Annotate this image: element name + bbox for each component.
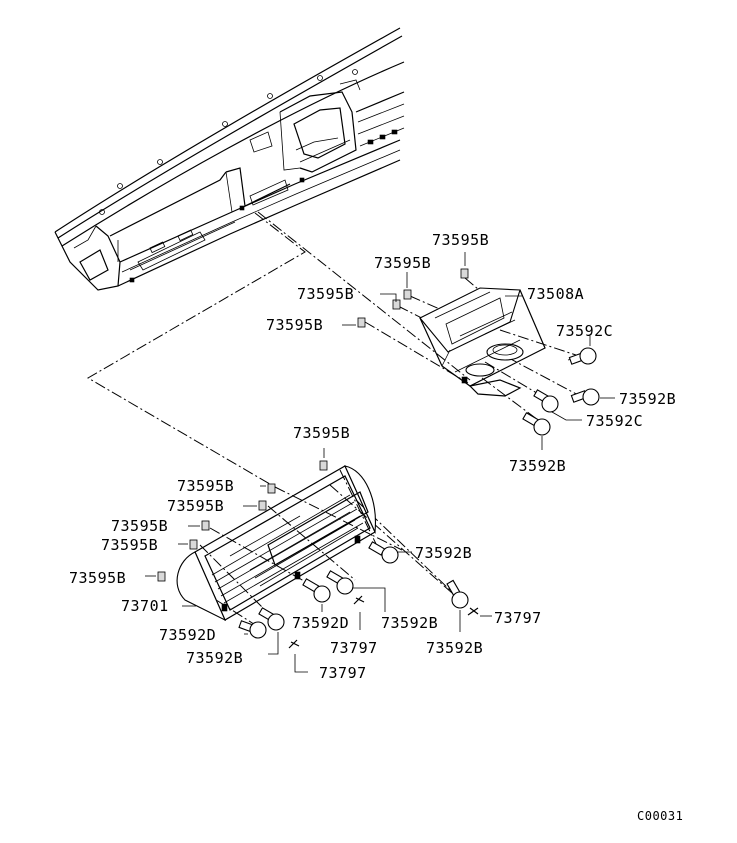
part-labels: 73595B 73595B 73508A 73595B 73595B 73592… [69,231,683,823]
label-73592B-4: 73592B [381,614,438,632]
screw-73592B-5 [326,570,354,595]
mounting-leader-lines [87,211,586,629]
label-73595B-7: 73595B [167,497,224,515]
clip-3 [392,299,401,310]
clip-4 [357,317,366,328]
screw-73592B-4 [446,579,469,609]
clip-6 [267,483,276,494]
screws-73592 [238,347,600,639]
clip-9 [189,539,198,550]
clip-5 [319,460,328,471]
label-73595B-1: 73595B [432,231,489,249]
label-73592B-1: 73592B [619,390,676,408]
label-73797-3: 73797 [319,664,367,682]
drawing-code: C00031 [637,809,683,823]
label-73595B-5: 73595B [293,424,350,442]
label-73592C-1: 73592C [556,322,613,340]
screw-73592C-1 [567,347,597,365]
screw-73592B-2 [522,412,551,436]
label-73701: 73701 [121,597,169,615]
label-73595B-3: 73595B [297,285,354,303]
screw-73592B-3 [368,541,399,564]
label-73595B-8: 73595B [111,517,168,535]
screw-73592D-2 [238,620,267,639]
label-73592D-1: 73592D [159,626,216,644]
clip-10 [157,571,166,582]
clips-73595B [157,268,469,582]
label-73592B-6: 73592B [186,649,243,667]
screw-73592C-2 [533,389,559,413]
screw-73592D-1 [302,578,331,603]
pins-73797 [288,595,479,649]
label-73797-1: 73797 [494,609,542,627]
part-73508A-bracket [419,287,546,397]
label-73592B-2: 73592B [509,457,566,475]
clip-1 [460,268,469,279]
label-73595B-6: 73595B [177,477,234,495]
label-73595B-10: 73595B [69,569,126,587]
part-73701-tray [176,465,376,622]
label-73592B-5: 73592B [426,639,483,657]
label-73592C-2: 73592C [586,412,643,430]
screw-73592B-6 [258,607,285,631]
label-73595B-2: 73595B [374,254,431,272]
label-73595B-9: 73595B [101,536,158,554]
clip-7 [258,500,267,511]
label-73797-2: 73797 [330,639,378,657]
label-73595B-4: 73595B [266,316,323,334]
label-73592D-2: 73592D [292,614,349,632]
screw-73592B-1 [570,388,600,406]
label-73508A: 73508A [527,285,584,303]
label-73592B-3: 73592B [415,544,472,562]
clip-2 [403,289,412,300]
label-leaders [145,252,615,673]
instrument-panel [54,27,405,291]
clip-8 [201,520,210,531]
